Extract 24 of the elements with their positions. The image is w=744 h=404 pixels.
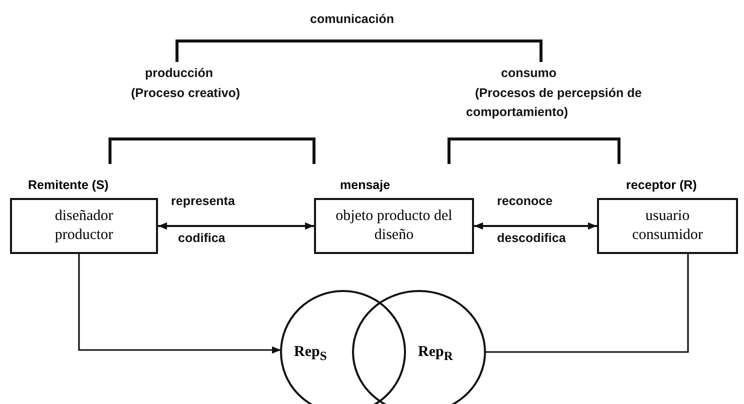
process-box	[597, 198, 738, 254]
node-caption: Remitente (S)	[28, 178, 109, 192]
branch-title: producción	[145, 66, 214, 80]
box-text: diseñador productor	[54, 207, 114, 245]
branch-subtitle: (Procesos de percepsión de comportamiento)	[466, 85, 643, 121]
circle-text: Rep$_{R}$	[418, 344, 453, 364]
circle-text: Rep$_{S}$	[294, 344, 327, 364]
arrow	[158, 222, 314, 230]
arrow	[474, 222, 597, 230]
process-box	[10, 198, 158, 254]
node-caption: mensaje	[340, 178, 390, 192]
branch-title: consumo	[501, 66, 557, 80]
node-caption: receptor (R)	[626, 178, 697, 192]
box-text: usuario consumidor	[631, 207, 704, 245]
connector-line	[485, 254, 689, 353]
arrow-caption: descodifica	[497, 231, 566, 245]
branch-subtitle: (Proceso creativo)	[131, 86, 240, 100]
edge-label: reconoce	[497, 194, 553, 208]
edge-label: representa	[171, 194, 235, 208]
arrow	[78, 254, 281, 354]
box-text: objeto producto del diseño	[334, 207, 454, 245]
process-box	[314, 198, 474, 254]
heading: comunicación	[310, 12, 394, 26]
arrow-caption: codifica	[178, 231, 226, 245]
